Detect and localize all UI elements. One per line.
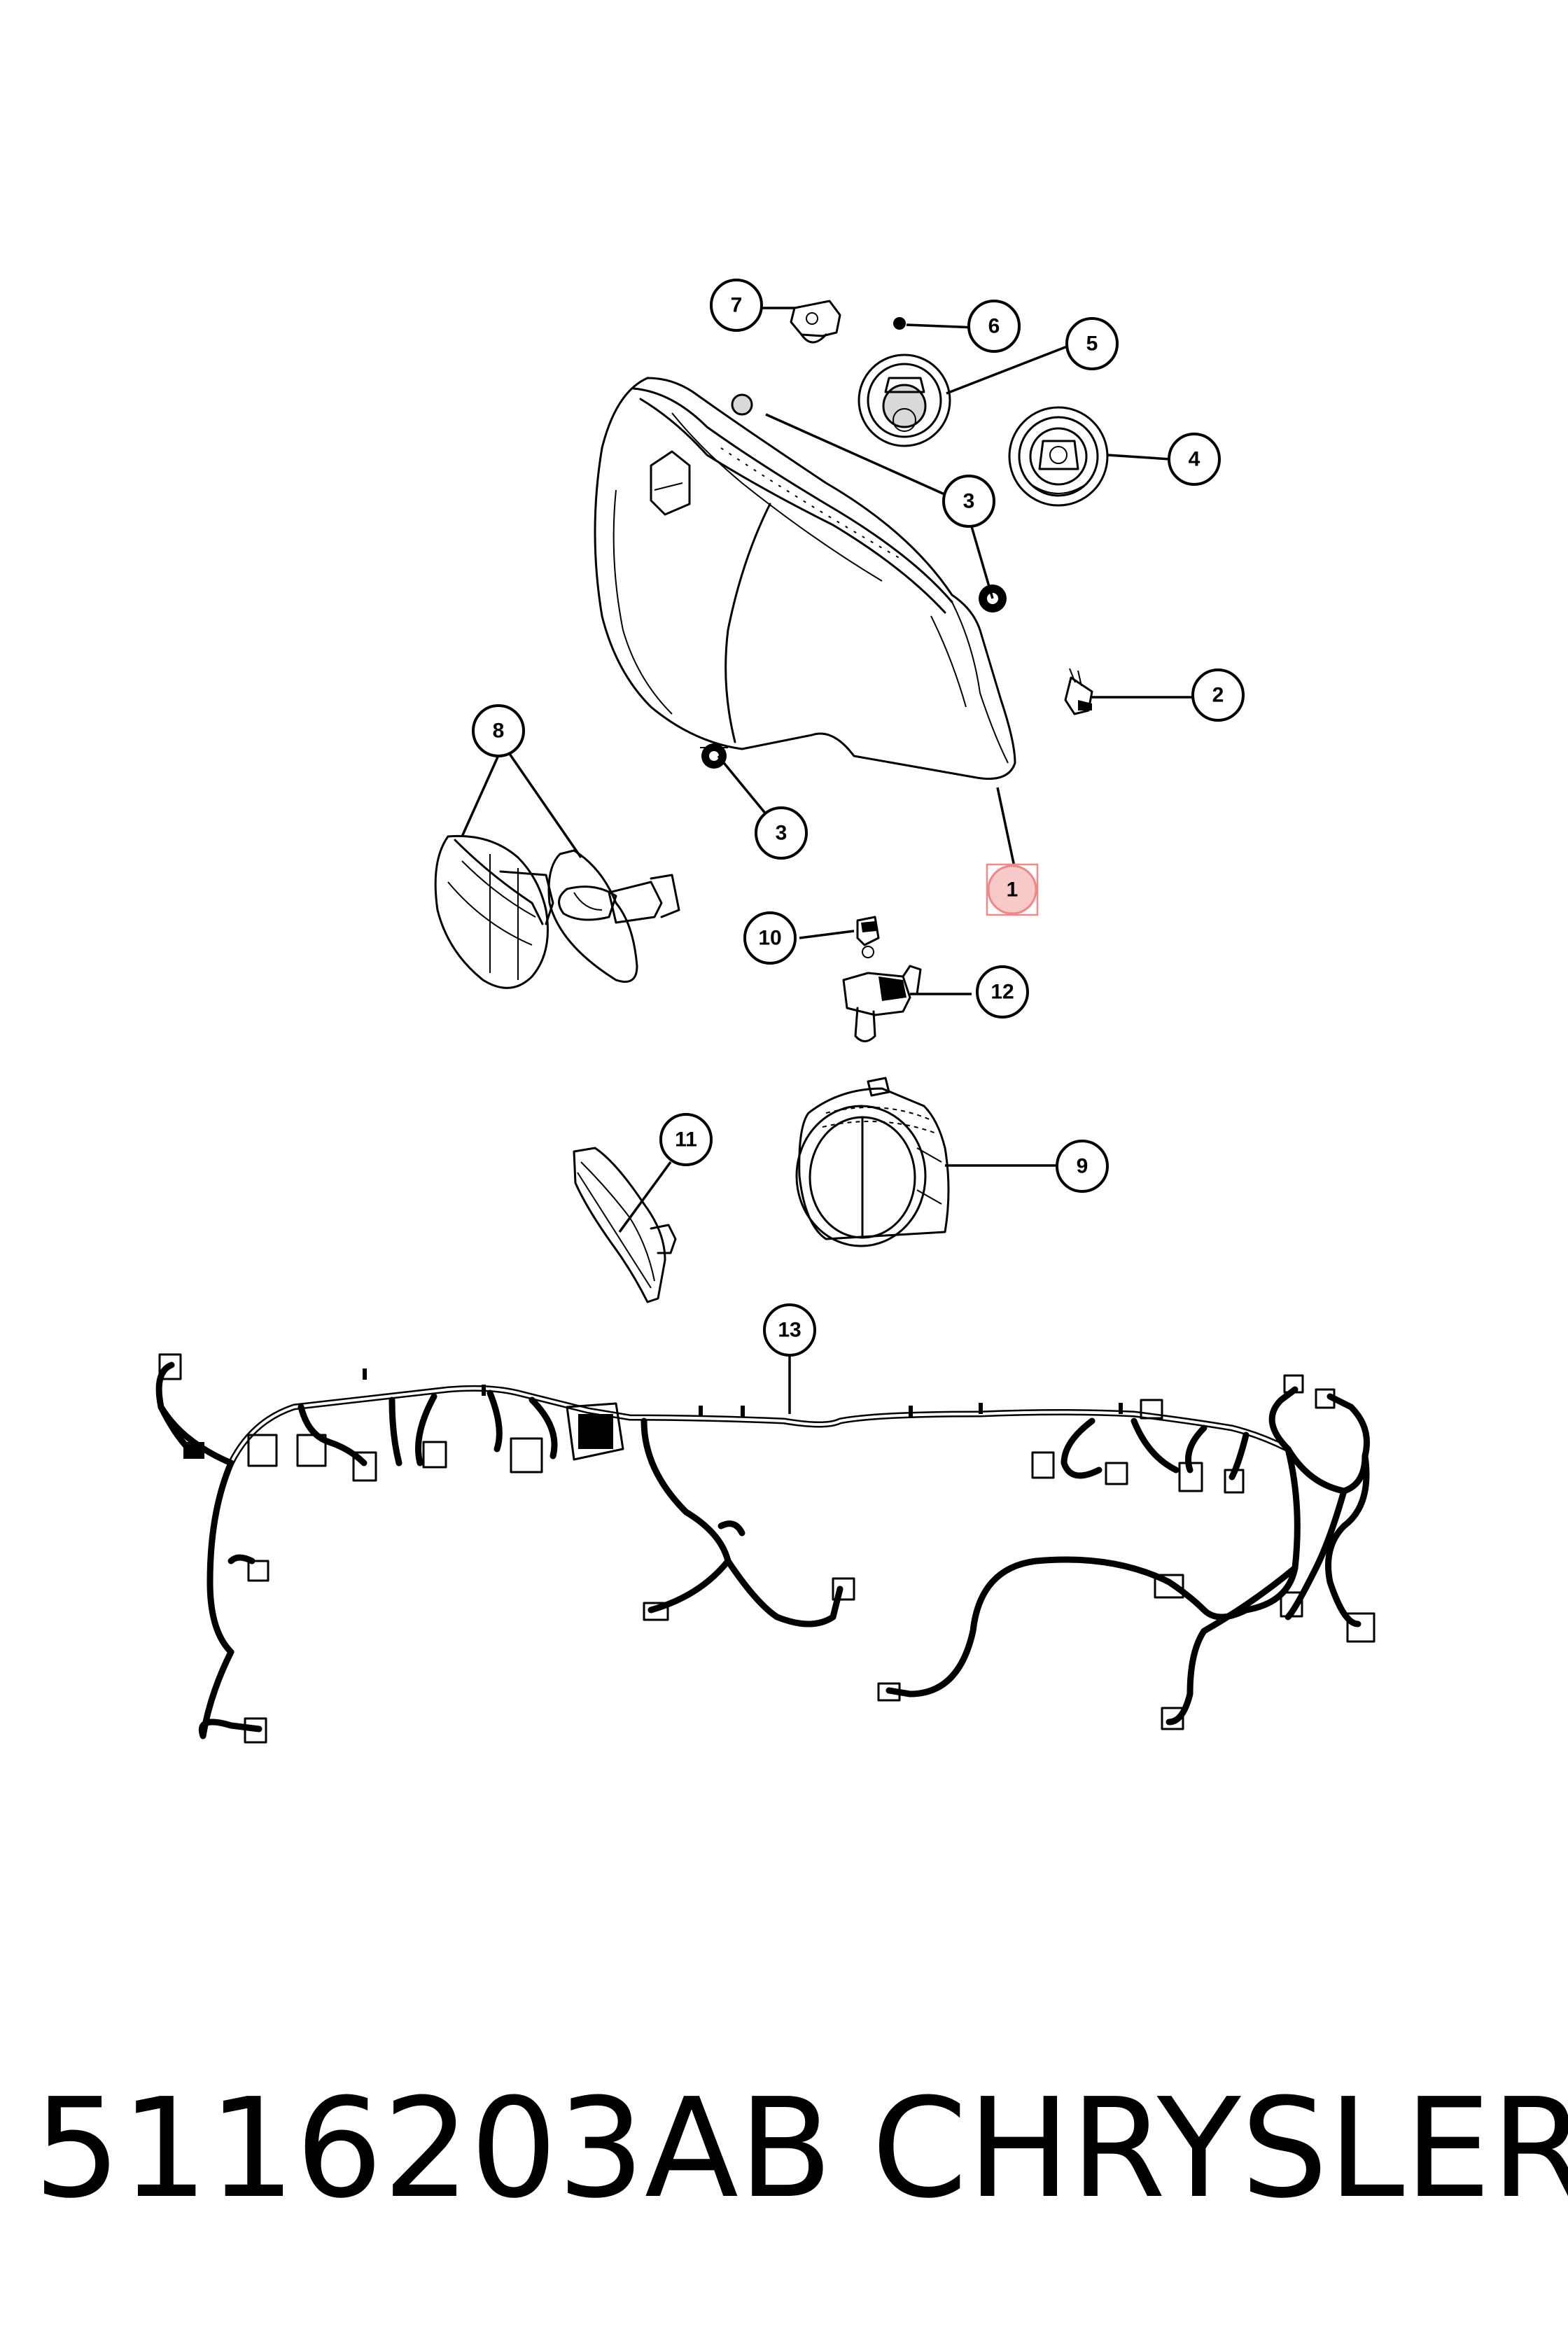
callout-8[interactable]: 8 xyxy=(472,704,525,757)
callout-13[interactable]: 13 xyxy=(763,1303,816,1357)
callout-7[interactable]: 7 xyxy=(710,279,763,332)
svg-text:12: 12 xyxy=(990,981,1014,1004)
svg-text:8: 8 xyxy=(493,720,505,743)
callout-3-lower[interactable]: 3 xyxy=(755,806,808,860)
headlamp-housing xyxy=(594,377,1016,780)
wiring-harness-part-13 xyxy=(155,1353,1376,1744)
bulb-assembly-part-5 xyxy=(858,354,951,447)
svg-text:3: 3 xyxy=(776,822,788,845)
callout-12[interactable]: 12 xyxy=(976,965,1029,1018)
leader-lines xyxy=(461,307,1194,1414)
callout-3-upper[interactable]: 3 xyxy=(942,475,995,528)
footer: 5116203AB CHRYSLER xyxy=(0,2072,1568,2226)
svg-text:11: 11 xyxy=(675,1128,697,1152)
callout-9[interactable]: 9 xyxy=(1056,1140,1109,1193)
svg-text:5: 5 xyxy=(1086,332,1098,356)
callout-10[interactable]: 10 xyxy=(743,911,797,965)
svg-text:10: 10 xyxy=(758,927,781,950)
screw-part-2 xyxy=(1064,668,1093,715)
side-marker-part-8 xyxy=(434,834,680,989)
callout-5[interactable]: 5 xyxy=(1065,317,1119,370)
bulb-socket-part-7 xyxy=(790,300,841,344)
bulb-assembly-part-4 xyxy=(1008,406,1109,507)
svg-text:4: 4 xyxy=(1189,448,1200,471)
svg-text:3: 3 xyxy=(963,490,975,513)
svg-text:6: 6 xyxy=(988,315,1000,338)
callout-1-highlight xyxy=(986,863,1039,916)
callout-4[interactable]: 4 xyxy=(1168,433,1221,486)
part-number: 5116203AB xyxy=(34,2069,833,2229)
fog-lamp-part-9 xyxy=(795,1077,950,1247)
wedge-bulb-part-10 xyxy=(856,916,880,958)
small-bulb-part-6 xyxy=(893,317,906,330)
svg-text:7: 7 xyxy=(731,294,743,317)
callout-2[interactable]: 2 xyxy=(1191,668,1245,722)
callout-6[interactable]: 6 xyxy=(967,300,1021,353)
brand-name: CHRYSLER xyxy=(872,2069,1568,2229)
svg-text:9: 9 xyxy=(1077,1155,1088,1178)
callout-1[interactable]: 1 xyxy=(987,864,1037,915)
halogen-bulb-part-12 xyxy=(842,965,922,1042)
svg-text:1: 1 xyxy=(1007,878,1018,902)
svg-text:13: 13 xyxy=(778,1319,801,1342)
svg-text:2: 2 xyxy=(1212,684,1224,707)
callout-11[interactable]: 11 xyxy=(659,1113,713,1166)
